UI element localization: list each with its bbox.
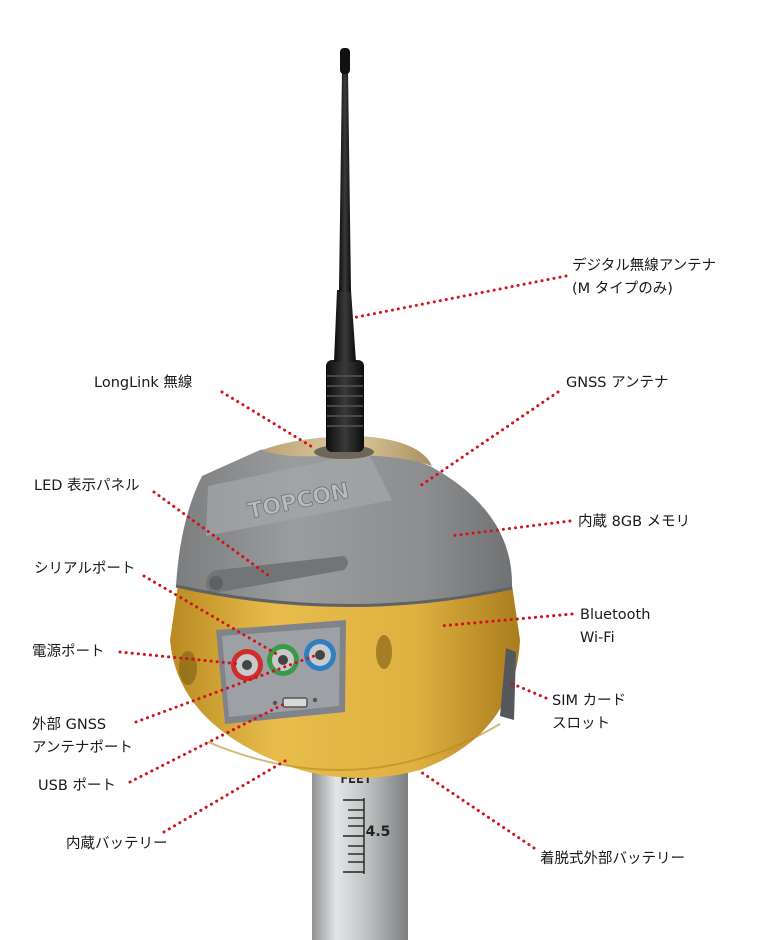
- logo-plate: [206, 452, 392, 536]
- leader-power-port: [118, 650, 242, 666]
- power-port-connector: [231, 649, 263, 681]
- external-gnss-port-connector: [304, 639, 336, 671]
- label-usb-port: USB ポート: [38, 777, 116, 794]
- leader-lines: [118, 274, 574, 850]
- side-vent: [179, 651, 197, 685]
- front-vent: [376, 635, 392, 669]
- port-panel: [216, 620, 346, 724]
- leader-usb-port: [128, 701, 288, 784]
- label-internal-battery: 内蔵バッテリー: [66, 835, 168, 852]
- led-display-bar: [206, 556, 348, 593]
- leader-longlink-radio: [220, 390, 316, 450]
- pole-scale-reading: 4.5: [366, 824, 391, 840]
- gnss-receiver-illustration: FEET 4.5: [170, 48, 520, 940]
- label-led-display-panel: LED 表示パネル: [34, 477, 140, 494]
- label-sim-card-slot: SIM カード スロット: [552, 693, 631, 732]
- sim-card-slot-cover: [500, 648, 516, 720]
- leader-sim-card-slot: [506, 680, 548, 700]
- leader-led-display-panel: [152, 490, 274, 580]
- label-internal-memory: 内蔵 8GB メモリ: [578, 513, 690, 530]
- leader-external-gnss-antenna-port: [134, 654, 316, 724]
- leader-internal-memory: [448, 519, 572, 538]
- label-bluetooth-wifi: Bluetooth Wi-Fi: [580, 607, 655, 646]
- leader-bluetooth-wifi: [438, 612, 574, 628]
- power-button: [209, 576, 223, 590]
- leader-gnss-antenna: [418, 390, 560, 488]
- label-external-gnss-antenna-port: 外部 GNSS アンテナポート: [32, 716, 133, 756]
- label-longlink-radio: LongLink 無線: [94, 374, 192, 391]
- label-digital-radio-antenna: デジタル無線アンテナ (M タイプのみ): [572, 256, 721, 297]
- leader-digital-radio-antenna: [350, 274, 568, 320]
- radio-antenna: [326, 48, 364, 452]
- leader-serial-port: [142, 574, 282, 658]
- usb-port-connector: [272, 697, 318, 708]
- label-detachable-external-battery: 着脱式外部バッテリー: [540, 850, 685, 867]
- leader-internal-battery: [162, 756, 292, 834]
- callout-labels: デジタル無線アンテナ (M タイプのみ) LongLink 無線 GNSS アン…: [32, 256, 721, 867]
- pole-scale-ticks: [343, 798, 365, 874]
- label-gnss-antenna: GNSS アンテナ: [566, 375, 669, 391]
- leader-detachable-external-battery: [416, 768, 536, 850]
- label-power-port: 電源ポート: [32, 643, 105, 660]
- label-serial-port: シリアルポート: [34, 560, 135, 577]
